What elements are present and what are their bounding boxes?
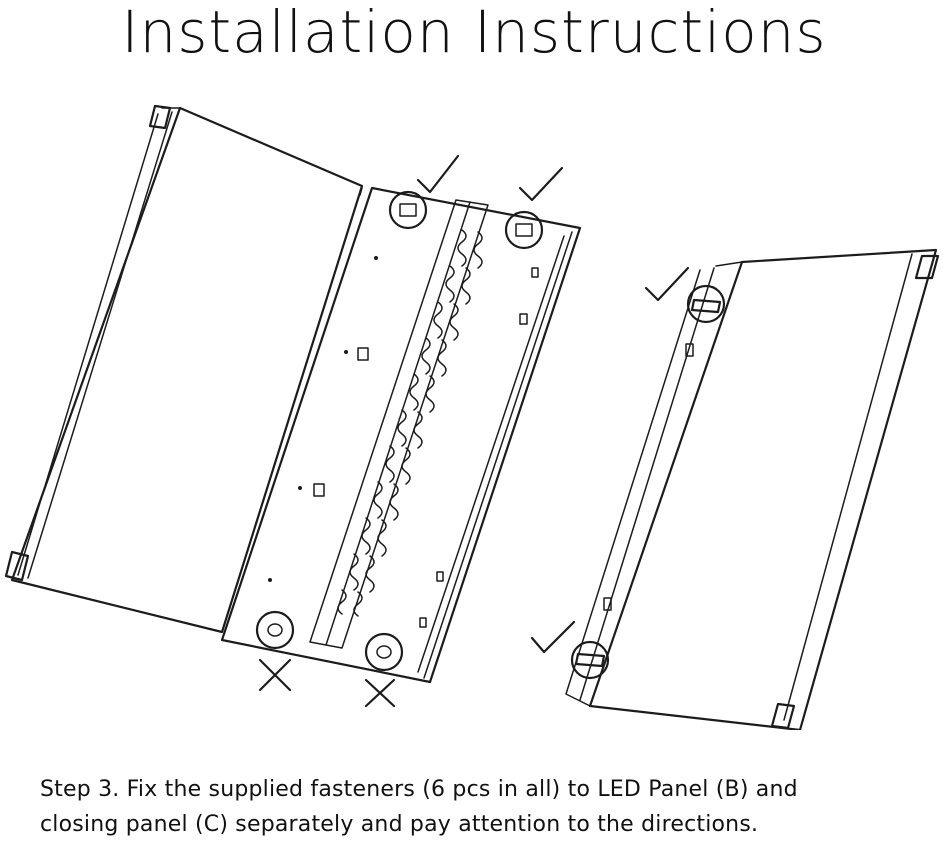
fastener <box>692 300 720 312</box>
mount-hole <box>420 618 426 627</box>
installation-diagram <box>0 90 948 730</box>
led-panel-b <box>6 106 580 682</box>
installation-illustration <box>0 90 948 730</box>
fastener-circle <box>366 634 402 670</box>
corner-tab <box>916 256 938 278</box>
fastener <box>576 654 604 666</box>
mount-hole <box>520 314 527 324</box>
fastener-circle <box>257 612 293 648</box>
fastener <box>377 646 391 658</box>
page-title: Installation Instructions <box>0 0 948 66</box>
corner-tab <box>772 704 794 728</box>
check-mark-icon <box>418 156 458 192</box>
check-mark-icon <box>532 622 574 652</box>
fastener-circle <box>390 192 426 228</box>
check-mark-icon <box>646 268 688 300</box>
closing-panel-c <box>566 250 938 730</box>
mount-hole <box>314 484 324 496</box>
fastener <box>516 224 532 236</box>
fastener <box>400 204 416 216</box>
fastener <box>268 624 282 636</box>
mount-hole <box>437 572 443 581</box>
caption-line-2: closing panel (C) separately and pay att… <box>40 807 920 842</box>
corner-tab <box>150 106 170 128</box>
mount-hole <box>358 348 368 360</box>
check-mark-icon <box>520 168 562 200</box>
mount-hole <box>532 268 538 277</box>
cross-mark-icon <box>366 680 394 706</box>
cross-mark-icon <box>260 660 290 690</box>
step-caption: Step 3. Fix the supplied fasteners (6 pc… <box>40 772 920 842</box>
caption-line-1: Step 3. Fix the supplied fasteners (6 pc… <box>40 772 920 807</box>
